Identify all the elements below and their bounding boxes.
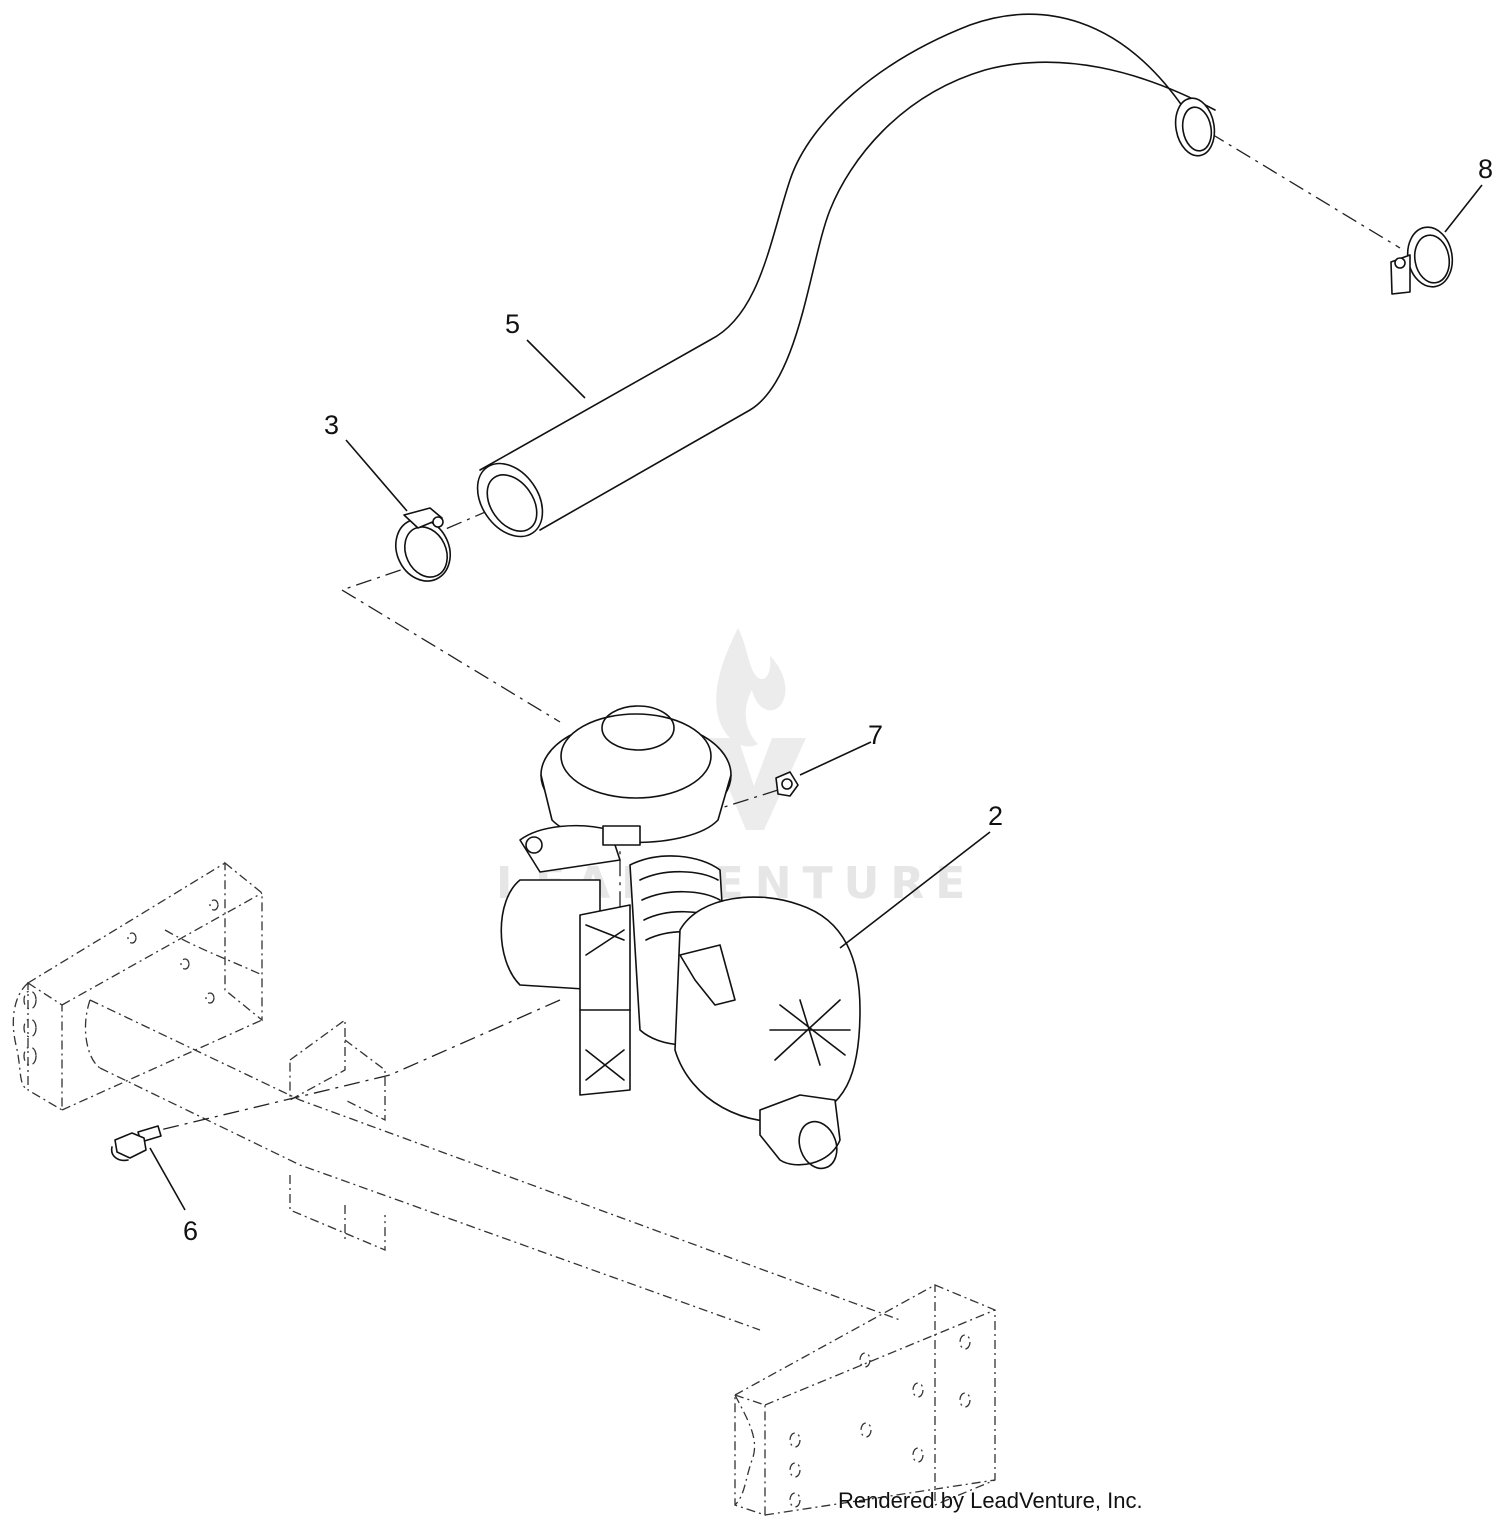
callout-5: 5 bbox=[505, 309, 520, 339]
callout-2: 2 bbox=[988, 801, 1003, 831]
callout-6: 8 bbox=[1478, 154, 1493, 184]
callout-3: 3 bbox=[324, 410, 339, 440]
callout-8: 7 bbox=[868, 720, 883, 750]
flange-bolt bbox=[110, 1125, 162, 1162]
render-credit: Rendered by LeadVenture, Inc. bbox=[838, 1488, 1143, 1513]
flange-nut bbox=[775, 771, 799, 797]
flame-logo-icon bbox=[708, 628, 806, 830]
chassis-frame bbox=[12, 861, 996, 1516]
hose-clamp-upper bbox=[1390, 226, 1454, 295]
callouts: 8 5 3 7 2 6 bbox=[183, 154, 1493, 1246]
leader-lines bbox=[149, 184, 1483, 1211]
hose-clamp-lower bbox=[395, 507, 451, 582]
air-cleaner-assembly bbox=[500, 705, 861, 1170]
intake-hose bbox=[476, 13, 1216, 538]
callout-7: 6 bbox=[183, 1216, 198, 1246]
